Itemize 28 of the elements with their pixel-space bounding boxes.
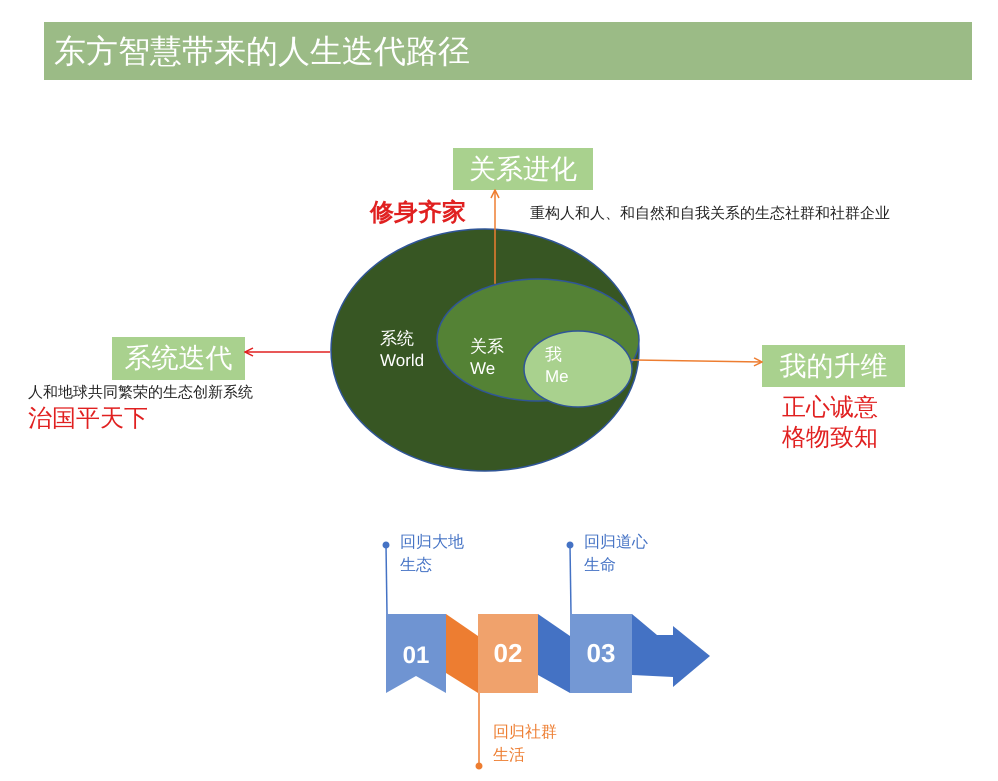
slogan-text: 修身齐家	[370, 198, 466, 228]
heading-box: 系统迭代	[112, 337, 245, 380]
slogan-text: 格物致知	[782, 423, 878, 453]
outer-ellipse	[330, 228, 640, 472]
step-note: 回归社群生活	[479, 720, 579, 772]
step-box: 03	[570, 614, 632, 693]
leader-line	[566, 542, 574, 614]
slogan-text: 治国平天下	[28, 404, 148, 434]
title-text: 东方智慧带来的人生迭代路径	[54, 32, 470, 71]
heading-box: 我的升维	[762, 345, 905, 387]
heading-box: 关系进化	[453, 148, 593, 190]
arrow	[244, 347, 330, 357]
slogan-text: 正心诚意	[782, 393, 878, 423]
description-text: 重构人和人、和自然和自我关系的生态社群和社群企业	[530, 205, 890, 224]
leader-line	[382, 542, 390, 614]
step-number: 01	[402, 641, 430, 671]
step-banner	[386, 614, 446, 693]
ellipse-label: 系统 World	[380, 328, 426, 372]
leader-line	[476, 693, 482, 770]
arrow	[490, 189, 500, 284]
ellipse-label: 关系 We	[470, 336, 505, 380]
step-note: 回归道心生命	[570, 530, 670, 582]
step-note: 回归大地生态	[386, 530, 486, 582]
description-text: 人和地球共同繁荣的生态创新系统	[28, 384, 253, 403]
step-box: 02	[478, 614, 538, 693]
arrow	[632, 357, 763, 367]
inner-ellipse	[523, 330, 633, 408]
ellipse-label: 我 Me	[545, 344, 570, 388]
